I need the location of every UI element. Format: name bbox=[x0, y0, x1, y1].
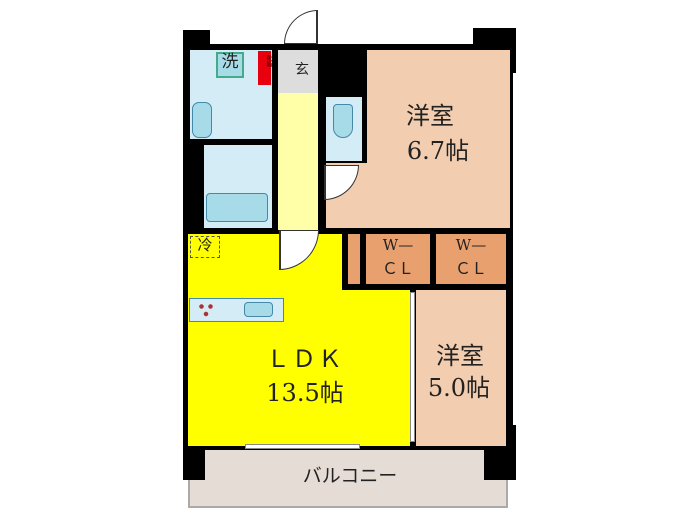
stove-icon bbox=[197, 302, 215, 317]
wcl1-top: W— bbox=[382, 236, 414, 254]
fridge-label: 冷 bbox=[197, 236, 213, 254]
wcl1-bottom: ＣＬ bbox=[381, 259, 414, 278]
western-room-2-size: 5.0帖 bbox=[427, 374, 491, 402]
bathtub-icon bbox=[206, 193, 268, 222]
closet-small bbox=[348, 234, 360, 284]
toilet-icon bbox=[333, 104, 353, 138]
entrance bbox=[278, 50, 318, 93]
ldk-name: ＬＤＫ bbox=[266, 345, 344, 373]
ldk bbox=[318, 234, 342, 290]
western-room-1 bbox=[367, 50, 510, 228]
fridge-space bbox=[190, 236, 220, 258]
western-room-1-name: 洋室 bbox=[406, 102, 454, 130]
balcony-label: バルコニー bbox=[302, 465, 398, 487]
wcl2-top: W— bbox=[455, 236, 487, 254]
shoebox bbox=[258, 51, 271, 85]
wcl2-bottom: ＣＬ bbox=[454, 259, 487, 278]
entrance-door-icon[interactable] bbox=[284, 10, 318, 44]
walk-in-closet-1 bbox=[366, 234, 430, 284]
sink-icon bbox=[244, 302, 273, 317]
washer-icon bbox=[216, 52, 244, 78]
washer-label: 洗 bbox=[221, 52, 239, 72]
western-room-1-size: 6.7帖 bbox=[406, 137, 470, 165]
corridor bbox=[278, 93, 318, 230]
walk-in-closet-2 bbox=[436, 234, 506, 284]
entrance-label: 玄 bbox=[295, 62, 309, 78]
shoebox-label: 靴箱 bbox=[265, 55, 272, 67]
window bbox=[245, 444, 360, 449]
washbasin-icon bbox=[192, 102, 212, 138]
western-room-2-name: 洋室 bbox=[436, 342, 484, 370]
ldk-size: 13.5帖 bbox=[266, 379, 344, 407]
western-room-2 bbox=[416, 290, 506, 446]
sliding-door[interactable] bbox=[410, 292, 415, 442]
